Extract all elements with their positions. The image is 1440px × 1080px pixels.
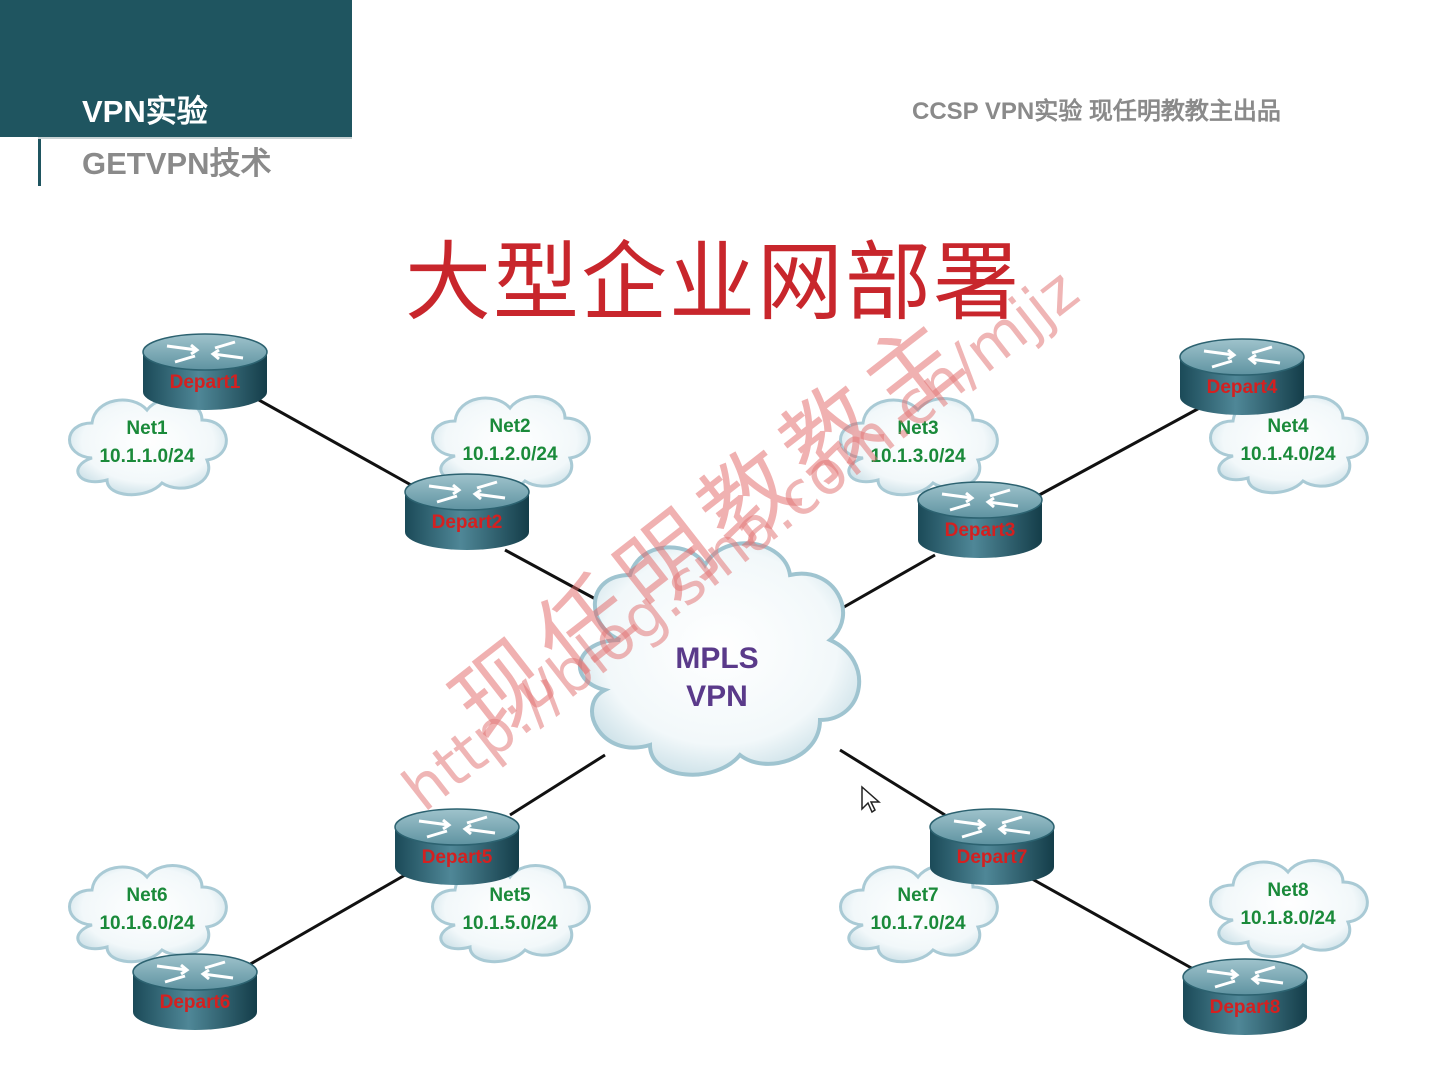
router-arrows-icon bbox=[1206, 965, 1284, 989]
net-name: Net3 bbox=[897, 418, 938, 439]
header-subtitle: GETVPN技术 bbox=[82, 146, 272, 181]
router-8: Depart8 bbox=[1182, 958, 1308, 1035]
router-label: Depart2 bbox=[432, 512, 503, 533]
net-subnet: 10.1.8.0/24 bbox=[1240, 908, 1336, 929]
router-top bbox=[1179, 338, 1305, 376]
net-name: Net6 bbox=[126, 885, 167, 906]
link-depart3-mpls bbox=[829, 553, 936, 617]
net-cloud-shape bbox=[1209, 395, 1369, 495]
router-top bbox=[132, 953, 258, 991]
net-cloud-1: Net1 10.1.1.0/24 bbox=[68, 397, 228, 497]
router-top bbox=[394, 808, 520, 846]
router-arrows-icon bbox=[941, 488, 1019, 512]
router-5: Depart5 bbox=[394, 808, 520, 885]
router-arrows-icon bbox=[166, 340, 244, 364]
page-title: 大型企业网部署 bbox=[405, 233, 1021, 333]
net-subnet: 10.1.7.0/24 bbox=[870, 913, 966, 934]
router-label: Depart5 bbox=[422, 847, 493, 868]
net-subnet: 10.1.4.0/24 bbox=[1240, 444, 1336, 465]
net-cloud-7: Net7 10.1.7.0/24 bbox=[839, 864, 999, 964]
net-name: Net2 bbox=[489, 416, 530, 437]
router-arrows-icon bbox=[953, 815, 1031, 839]
router-label: Depart6 bbox=[160, 992, 231, 1013]
router-2: Depart2 bbox=[404, 473, 530, 550]
router-7: Depart7 bbox=[929, 808, 1055, 885]
net-cloud-shape bbox=[68, 864, 228, 964]
header-divider bbox=[38, 137, 352, 139]
net-cloud-shape bbox=[1209, 859, 1369, 959]
link-depart1-depart2 bbox=[249, 393, 421, 492]
net-name: Net1 bbox=[126, 418, 168, 439]
router-arrows-icon bbox=[1203, 345, 1281, 369]
router-top bbox=[142, 333, 268, 371]
mpls-label-line2: VPN bbox=[686, 680, 748, 713]
router-arrows-icon bbox=[418, 815, 496, 839]
link-depart7-depart8 bbox=[1024, 873, 1196, 972]
router-1: Depart1 bbox=[142, 333, 268, 410]
net-subnet: 10.1.6.0/24 bbox=[99, 913, 195, 934]
router-top bbox=[1182, 958, 1308, 996]
net-cloud-shape bbox=[839, 397, 999, 497]
net-subnet: 10.1.3.0/24 bbox=[870, 446, 966, 467]
link-mpls-depart7 bbox=[839, 748, 946, 817]
header-title: VPN实验 bbox=[82, 94, 208, 129]
router-label: Depart1 bbox=[170, 372, 241, 393]
net-cloud-shape bbox=[68, 397, 228, 497]
link-mpls-depart5 bbox=[509, 753, 606, 817]
net-cloud-shape bbox=[839, 864, 999, 964]
router-label: Depart4 bbox=[1207, 377, 1278, 398]
net-subnet: 10.1.1.0/24 bbox=[99, 446, 195, 467]
router-6: Depart6 bbox=[132, 953, 258, 1030]
header-caption: CCSP VPN实验 现任明教教主出品 bbox=[912, 98, 1281, 125]
net-cloud-4: Net4 10.1.4.0/24 bbox=[1209, 395, 1369, 495]
header-banner bbox=[0, 0, 352, 137]
net-subnet: 10.1.5.0/24 bbox=[462, 913, 558, 934]
net-cloud-8: Net8 10.1.8.0/24 bbox=[1209, 859, 1369, 959]
router-top bbox=[929, 808, 1055, 846]
link-depart4-depart3 bbox=[1029, 403, 1206, 502]
router-3: Depart3 bbox=[917, 481, 1043, 558]
router-label: Depart7 bbox=[957, 847, 1028, 868]
router-top bbox=[917, 481, 1043, 519]
mpls-label-line1: MPLS bbox=[675, 642, 758, 675]
net-cloud-6: Net6 10.1.6.0/24 bbox=[68, 864, 228, 964]
net-subnet: 10.1.2.0/24 bbox=[462, 444, 558, 465]
net-name: Net8 bbox=[1267, 880, 1308, 901]
net-cloud-3: Net3 10.1.3.0/24 bbox=[839, 397, 999, 497]
mouse-cursor-icon bbox=[861, 785, 881, 814]
header-accent-line bbox=[38, 0, 41, 186]
net-name: Net7 bbox=[897, 885, 938, 906]
link-depart5-depart6 bbox=[239, 873, 406, 972]
net-name: Net5 bbox=[489, 885, 531, 906]
router-4: Depart4 bbox=[1179, 338, 1305, 415]
net-name: Net4 bbox=[1267, 416, 1309, 437]
net-clouds: Net1 10.1.1.0/24 Net2 10.1.2.0/24 Net3 10.1.3… bbox=[68, 395, 1369, 964]
mpls-cloud: MPLS VPN bbox=[577, 541, 862, 777]
router-label: Depart8 bbox=[1210, 997, 1281, 1018]
router-label: Depart3 bbox=[945, 520, 1016, 541]
router-top bbox=[404, 473, 530, 511]
router-arrows-icon bbox=[156, 960, 234, 984]
router-arrows-icon bbox=[428, 480, 506, 504]
